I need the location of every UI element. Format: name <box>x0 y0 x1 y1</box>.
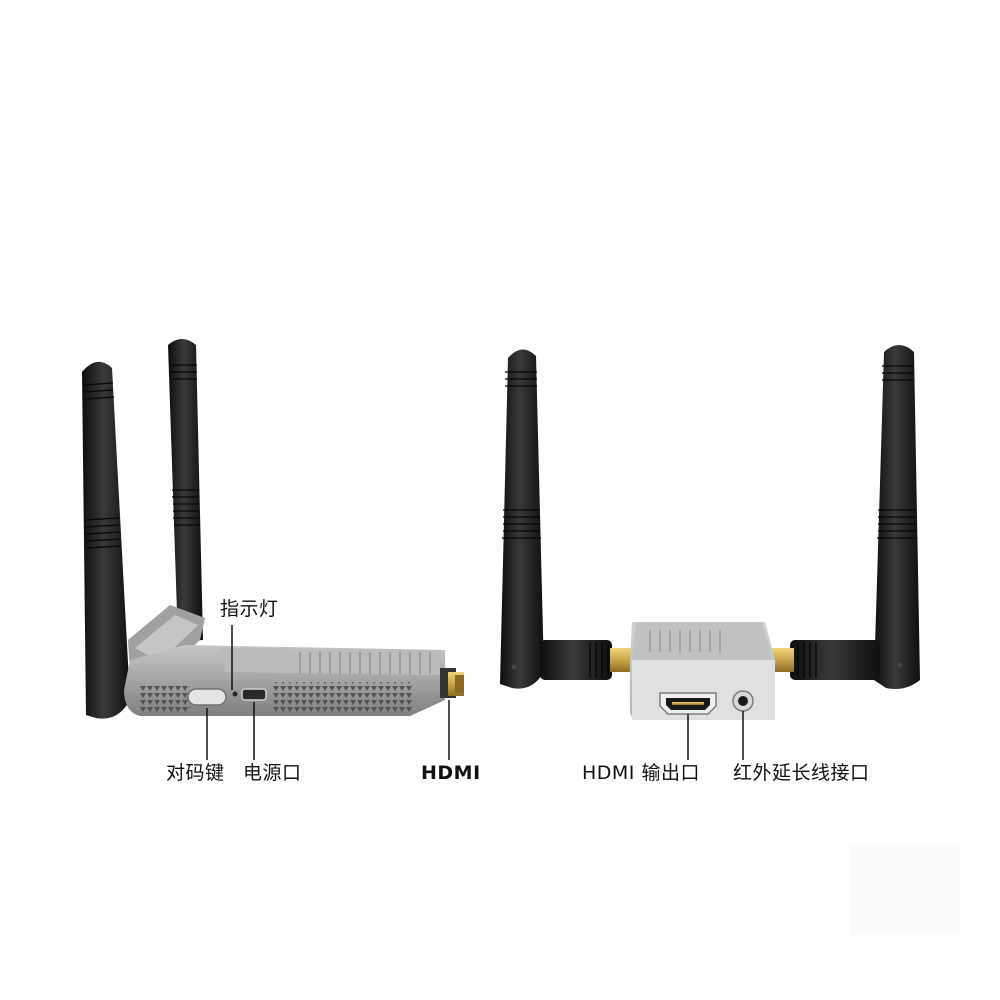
hdmi-output-port <box>659 692 717 715</box>
receiver-device <box>500 345 920 720</box>
label-hdmi: HDMI <box>421 762 481 784</box>
antenna-back <box>168 339 203 642</box>
label-hdmi-output: HDMI 输出口 <box>582 762 700 784</box>
power-port-shape <box>241 688 267 701</box>
hdmi-plug <box>440 668 464 698</box>
indicator-light-dot <box>232 691 238 697</box>
label-ir-extension-port: 红外延长线接口 <box>733 762 870 784</box>
label-power-port: 电源口 <box>243 762 302 784</box>
label-indicator-light: 指示灯 <box>220 598 279 620</box>
right-callouts <box>687 711 744 760</box>
antenna-right <box>770 345 920 689</box>
label-pair-button: 对码键 <box>166 762 225 784</box>
antenna-front <box>82 361 130 719</box>
antenna-left <box>500 349 634 689</box>
left-callouts <box>206 625 450 760</box>
pair-button-shape <box>187 688 227 706</box>
transmitter-device <box>82 339 464 719</box>
ir-extension-jack <box>732 690 754 712</box>
